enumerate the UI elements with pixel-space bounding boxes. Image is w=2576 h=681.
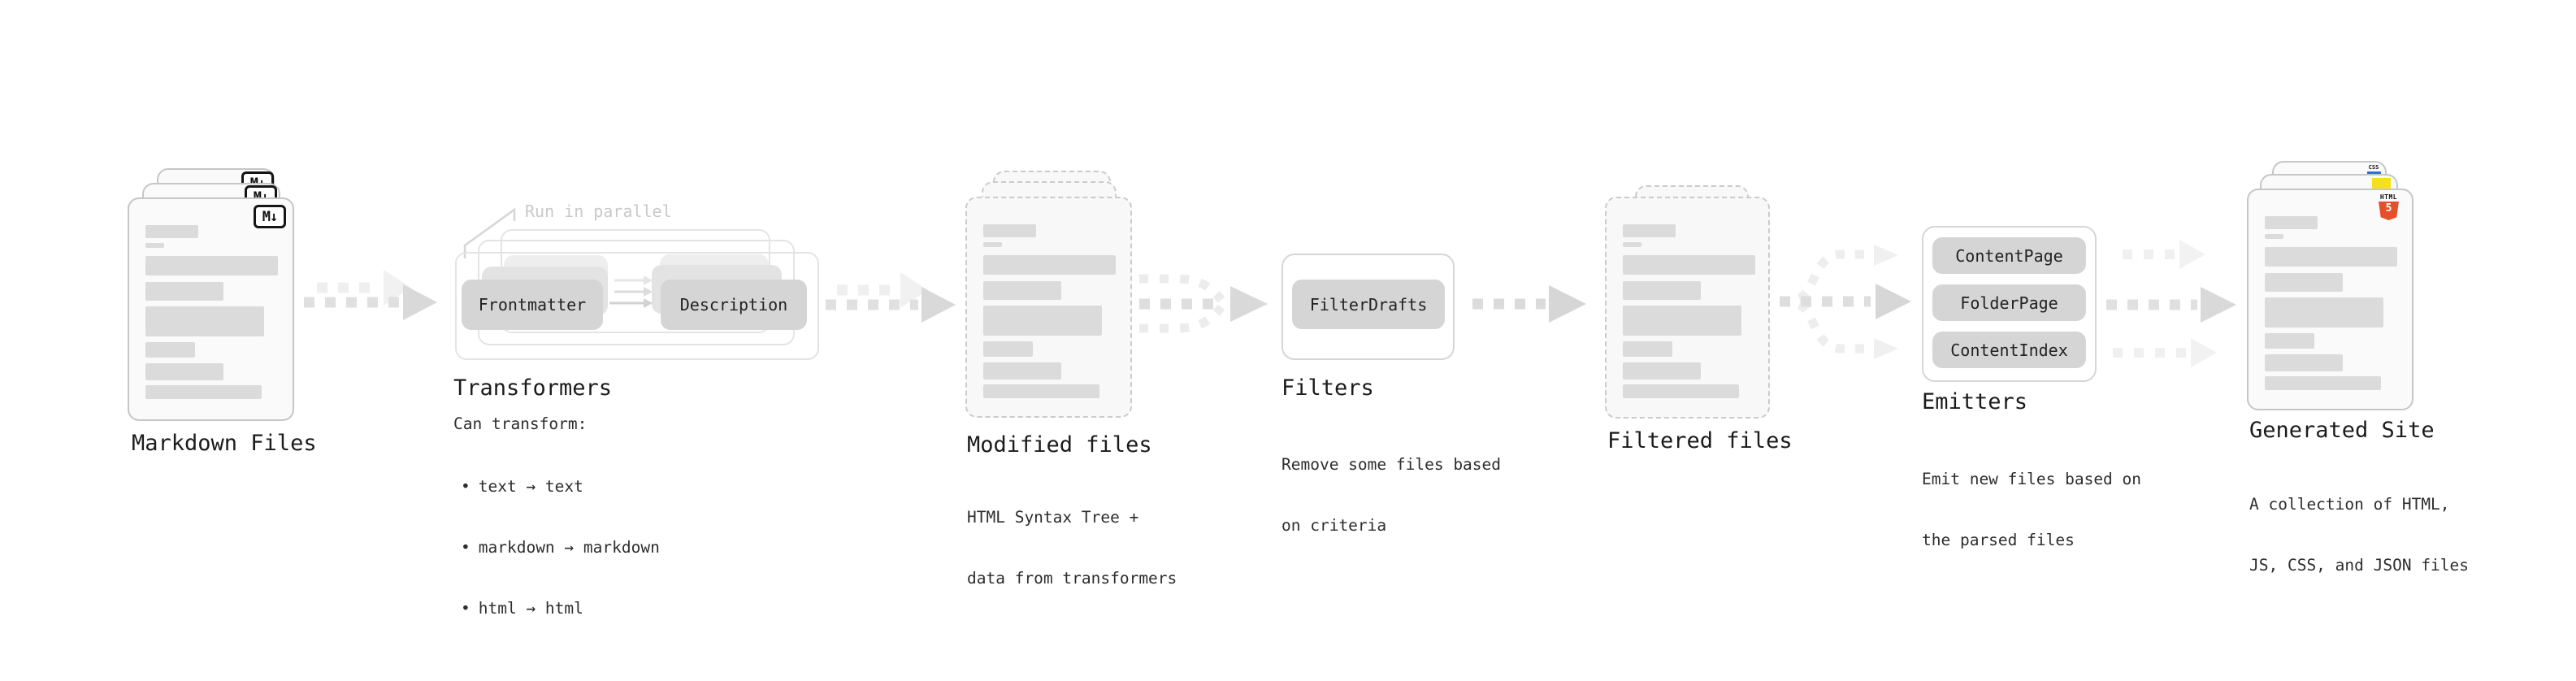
filtered-files-title: Filtered files: [1607, 428, 1793, 453]
modified-files-description: HTML Syntax Tree + data from transformer…: [967, 466, 1177, 629]
generated-site-description: A collection of HTML, JS, CSS, and JSON …: [2249, 453, 2469, 616]
arrows-emitters-to-generated: [2106, 240, 2236, 367]
bullet-item: •markdown → markdown: [461, 538, 660, 557]
document-content-bar: [145, 282, 223, 301]
document-content-bar: [983, 306, 1102, 336]
transformers-note: Can transform:: [453, 414, 588, 433]
document-content-bar: [2265, 376, 2381, 390]
arrow-transformers-to-modified: [826, 272, 956, 323]
document-content-bar: [145, 306, 264, 336]
description-line: Emit new files based on: [1922, 470, 2142, 488]
transformer-container-front: [455, 252, 819, 360]
document-content-bar: [983, 281, 1061, 300]
document-content-bar: [145, 243, 164, 248]
document-content-bar: [983, 242, 1002, 247]
arrow-filtered-to-emitters-split: [1780, 245, 1911, 359]
transformers-bullet-list: •text → text •markdown → markdown •html …: [461, 436, 660, 659]
document-content-bar: [1623, 362, 1701, 380]
document-content-bar: [2265, 216, 2318, 229]
html5-icon-number: 5: [2385, 202, 2392, 215]
transformer-step-arrows: [609, 275, 653, 308]
description-line: data from transformers: [967, 569, 1177, 588]
generated-site-title: Generated Site: [2249, 418, 2435, 443]
document-content-bar: [1623, 224, 1676, 237]
description-line: on criteria: [1281, 516, 1387, 535]
filtered-file-card-front: [1605, 197, 1770, 419]
document-content-bar: [2265, 234, 2283, 239]
html5-icon-shield: 5: [2379, 202, 2399, 220]
document-content-bar: [2265, 297, 2383, 327]
document-content-bar: [2265, 273, 2343, 292]
document-content-bar: [145, 342, 195, 358]
document-content-bar: [145, 256, 278, 275]
arrow-filters-to-filtered: [1472, 285, 1586, 323]
js-file-icon: [2372, 178, 2391, 191]
document-content-bar: [145, 385, 262, 399]
arrow-markdown-to-transformers: [304, 270, 437, 320]
document-content-bar: [1623, 384, 1739, 398]
contentpage-pill: ContentPage: [1932, 237, 2086, 274]
html5-icon-label: HTML: [2379, 193, 2398, 201]
emitters-description: Emit new files based on the parsed files: [1922, 428, 2141, 591]
document-content-bar: [983, 341, 1033, 357]
document-content-bar: [2265, 247, 2397, 267]
transformers-title: Transformers: [453, 375, 613, 401]
frontmatter-pill: Frontmatter: [462, 280, 603, 330]
document-content-bar: [2265, 354, 2343, 371]
document-content-bar: [145, 225, 198, 238]
generated-file-card-front: [2247, 189, 2413, 410]
filters-description: Remove some files based on criteria: [1281, 414, 1501, 576]
markdown-file-card-front: [128, 197, 294, 421]
folderpage-pill: FolderPage: [1932, 284, 2086, 321]
emitters-title: Emitters: [1922, 389, 2028, 414]
document-content-bar: [983, 224, 1036, 237]
bullet-item: •text → text: [461, 477, 583, 496]
css-icon-label: CSS: [2368, 164, 2379, 171]
css-icon-underline: [2366, 171, 2381, 174]
document-content-bar: [983, 255, 1116, 275]
filters-title: Filters: [1281, 375, 1374, 401]
run-in-parallel-label: Run in parallel: [525, 202, 672, 221]
description-line: A collection of HTML,: [2249, 495, 2450, 514]
description-line: JS, CSS, and JSON files: [2249, 556, 2470, 575]
document-content-bar: [1623, 242, 1641, 247]
document-content-bar: [1623, 255, 1755, 275]
modified-file-card-front: [965, 197, 1132, 418]
document-content-bar: [1623, 281, 1701, 300]
description-pill: Description: [661, 280, 807, 330]
filterdrafts-pill: FilterDrafts: [1292, 280, 1445, 329]
bullet-item: •html → html: [461, 599, 583, 618]
markdown-file-icon: M↓: [254, 205, 286, 228]
document-content-bar: [1623, 306, 1741, 336]
document-content-bar: [145, 363, 223, 380]
contentindex-pill: ContentIndex: [1932, 332, 2086, 368]
arrow-modified-to-filters-merge: [1139, 274, 1268, 333]
markdown-files-title: Markdown Files: [132, 431, 317, 456]
description-line: the parsed files: [1922, 531, 2075, 549]
document-content-bar: [983, 384, 1099, 398]
document-content-bar: [2265, 333, 2314, 349]
description-line: Remove some files based: [1281, 455, 1502, 474]
html5-file-icon: HTML 5: [2378, 193, 2400, 220]
description-line: HTML Syntax Tree +: [967, 508, 1139, 527]
document-content-bar: [1623, 341, 1672, 357]
modified-files-title: Modified files: [967, 432, 1152, 458]
document-content-bar: [983, 362, 1061, 380]
css-file-icon: CSS: [2366, 164, 2382, 174]
